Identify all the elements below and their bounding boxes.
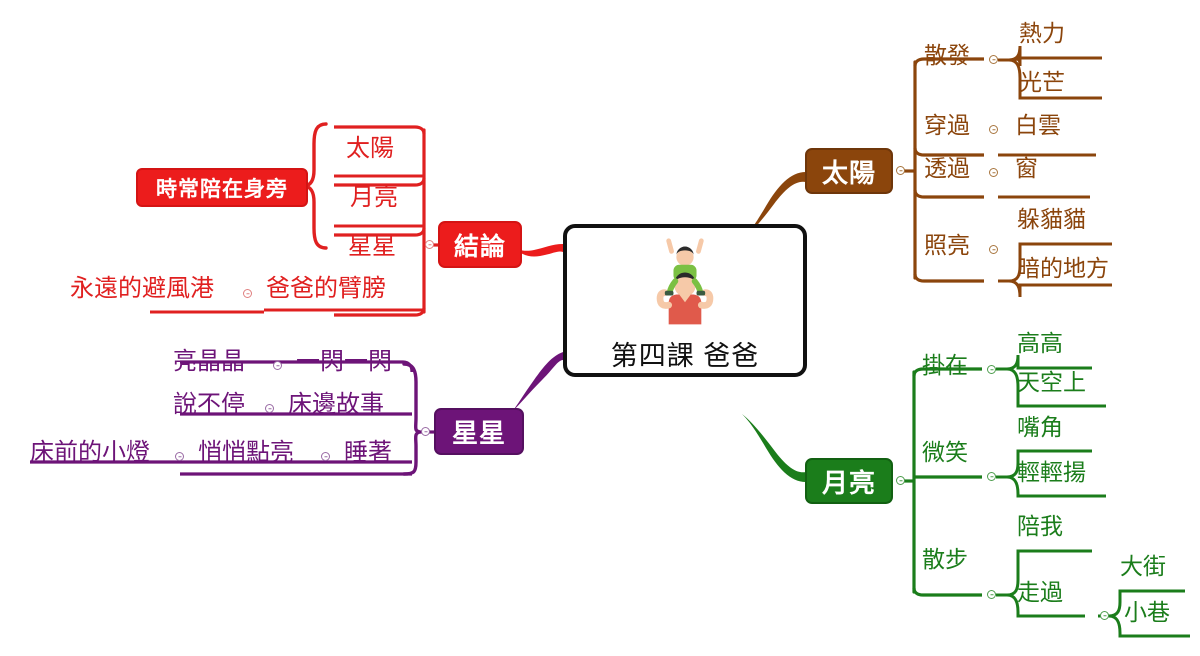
- node-sun-1-0[interactable]: 白雲: [1015, 112, 1061, 138]
- node-moon-child-2[interactable]: 散步: [922, 546, 968, 572]
- collapse-dot-sun[interactable]: [896, 166, 905, 175]
- node-conclusion-child-3[interactable]: 爸爸的臂膀: [266, 275, 386, 302]
- node-moon-2-0[interactable]: 陪我: [1017, 513, 1063, 539]
- collapse-dot-sun-1[interactable]: [989, 125, 998, 134]
- node-star-child-2[interactable]: 睡著: [344, 439, 392, 466]
- node-star-2-0-0[interactable]: 床前的小燈: [30, 439, 150, 466]
- node-moon-2-1-0[interactable]: 大街: [1120, 553, 1166, 579]
- branch-node-star[interactable]: 星星: [434, 408, 524, 455]
- branch-node-moon[interactable]: 月亮: [805, 458, 893, 504]
- node-sun-0-0[interactable]: 熱力: [1019, 20, 1065, 46]
- collapse-dot-moon-2-1[interactable]: [1100, 611, 1109, 620]
- node-conclusion-child-2[interactable]: 星星: [348, 233, 396, 260]
- collapse-dot-sun-2[interactable]: [989, 168, 998, 177]
- node-moon-child-0[interactable]: 掛在: [922, 352, 968, 378]
- node-sun-0-1[interactable]: 光芒: [1019, 69, 1065, 95]
- branch-node-sun[interactable]: 太陽: [805, 148, 893, 194]
- collapse-dot-star-0[interactable]: [273, 361, 282, 370]
- node-sun-child-1[interactable]: 穿過: [924, 112, 970, 138]
- collapse-dot-moon-0[interactable]: [987, 365, 996, 374]
- node-moon-2-1-1[interactable]: 小巷: [1124, 599, 1170, 625]
- node-moon-0-1[interactable]: 天空上: [1017, 369, 1086, 395]
- node-star-child-1[interactable]: 床邊故事: [288, 391, 384, 418]
- collapse-dot-conclusion[interactable]: [425, 240, 434, 249]
- node-moon-2-1[interactable]: 走過: [1017, 579, 1063, 605]
- collapse-dot-moon-2[interactable]: [987, 590, 996, 599]
- node-sun-2-0[interactable]: 窗: [1015, 155, 1038, 181]
- node-moon-0-0[interactable]: 高高: [1017, 330, 1063, 356]
- branch-node-conclusion[interactable]: 結論: [438, 221, 522, 268]
- collapse-dot-star-2[interactable]: [321, 452, 330, 461]
- node-sun-3-1[interactable]: 暗的地方: [1017, 255, 1109, 281]
- node-star-2-0[interactable]: 悄悄點亮: [198, 439, 294, 466]
- node-sun-3-0[interactable]: 躲貓貓: [1017, 206, 1086, 232]
- node-conclusion-child-0[interactable]: 太陽: [346, 135, 394, 162]
- collapse-dot-moon[interactable]: [896, 476, 905, 485]
- collapse-dot-star-1[interactable]: [265, 404, 274, 413]
- node-conclusion-3-0[interactable]: 永遠的避風港: [70, 275, 214, 302]
- node-star-child-0[interactable]: 一閃一閃: [296, 348, 392, 375]
- collapse-dot-star-2-0[interactable]: [175, 452, 184, 461]
- node-conclusion-child-1[interactable]: 月亮: [350, 184, 398, 211]
- root-label: 第四課 爸爸: [610, 341, 760, 371]
- collapse-dot-sun-0[interactable]: [989, 55, 998, 64]
- trunk-conclusion: [512, 244, 563, 257]
- father-carrying-child-icon: [637, 236, 733, 332]
- root-node[interactable]: 第四課 爸爸: [563, 224, 807, 377]
- node-star-0-0[interactable]: 亮晶晶: [173, 348, 245, 375]
- trunk-star: [512, 352, 563, 412]
- trunk-sun: [742, 172, 806, 240]
- node-moon-child-1[interactable]: 微笑: [922, 439, 968, 465]
- collapse-dot-moon-1[interactable]: [987, 472, 996, 481]
- trunk-moon: [742, 414, 806, 482]
- node-sun-child-2[interactable]: 透過: [924, 155, 970, 181]
- group-label-always-beside[interactable]: 時常陪在身旁: [136, 168, 308, 207]
- collapse-dot-star[interactable]: [421, 427, 430, 436]
- collapse-dot-conclusion-3[interactable]: [243, 289, 252, 298]
- collapse-dot-sun-3[interactable]: [989, 245, 998, 254]
- node-moon-1-0[interactable]: 嘴角: [1017, 414, 1063, 440]
- node-star-1-0[interactable]: 說不停: [173, 391, 245, 418]
- node-sun-child-3[interactable]: 照亮: [924, 232, 970, 258]
- node-sun-child-0[interactable]: 散發: [924, 42, 970, 68]
- node-moon-1-1[interactable]: 輕輕揚: [1017, 459, 1086, 485]
